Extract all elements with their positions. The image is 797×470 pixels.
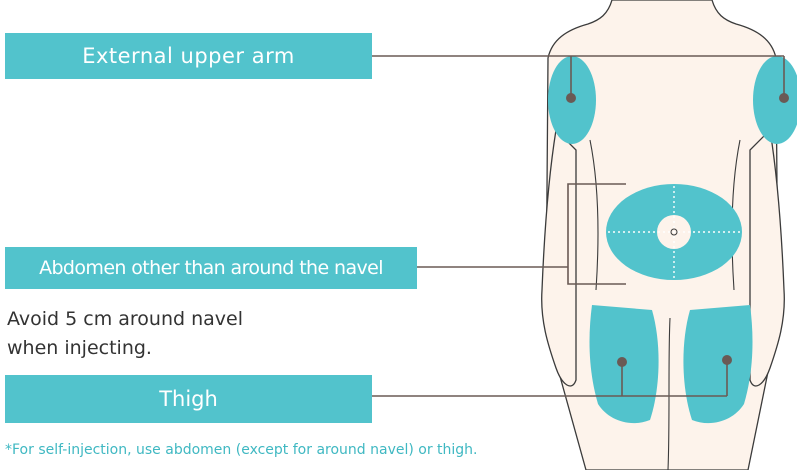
thigh-label: Thigh	[5, 375, 372, 423]
upper-arm-label: External upper arm	[5, 33, 372, 79]
upper-arm-marker-right	[779, 93, 789, 103]
thigh-marker-right	[722, 355, 732, 365]
navel-note: Avoid 5 cm around navel when injecting.	[7, 305, 243, 363]
navel-note-line2: when injecting.	[7, 334, 243, 363]
thigh-site-right	[683, 305, 752, 423]
navel-note-line1: Avoid 5 cm around navel	[7, 305, 243, 334]
right-arm	[750, 130, 784, 386]
self-injection-footnote: *For self-injection, use abdomen (except…	[5, 442, 478, 458]
upper-arm-marker-left	[566, 93, 576, 103]
thigh-marker-left	[617, 357, 627, 367]
abdomen-label: Abdomen other than around the navel	[5, 247, 417, 289]
